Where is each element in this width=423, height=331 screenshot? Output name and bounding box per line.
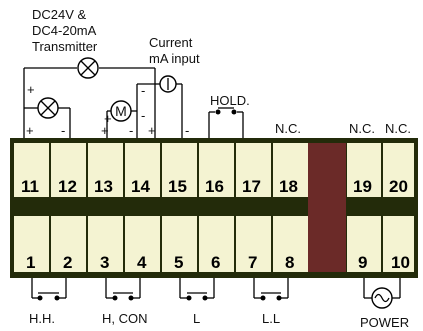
- bottom-cell-dividers: [49, 216, 383, 272]
- transmitter-label-line3: Transmitter: [32, 39, 98, 54]
- polarity-plus: +: [26, 123, 34, 138]
- hold-label: HOLD.: [210, 93, 250, 108]
- terminal-14: 14: [131, 177, 150, 196]
- polarity-minus: -: [141, 108, 145, 123]
- hcon-label: H, CON: [102, 311, 148, 326]
- transmitter-label-line1: DC24V &: [32, 7, 87, 22]
- top-wiring: [23, 67, 244, 138]
- polarity-minus: -: [61, 123, 65, 138]
- polarity-plus: +: [104, 111, 112, 126]
- terminal-4: 4: [137, 253, 147, 272]
- terminal-17: 17: [242, 177, 261, 196]
- motor-icon: M: [110, 100, 132, 122]
- terminal-8: 8: [285, 253, 294, 272]
- l-label: L: [193, 311, 200, 326]
- svg-text:M: M: [115, 103, 127, 119]
- terminal-19: 19: [353, 177, 372, 196]
- terminal-6: 6: [211, 253, 220, 272]
- nc-label-19: N.C.: [349, 121, 375, 136]
- indicator-lamp-icon: [37, 97, 59, 119]
- bottom-terminal-row: [14, 216, 414, 272]
- nc-label-20: N.C.: [385, 121, 411, 136]
- terminal-7: 7: [248, 253, 257, 272]
- polarity-plus: +: [101, 123, 109, 138]
- separator-column: [308, 143, 346, 272]
- terminal-3: 3: [100, 253, 109, 272]
- terminal-18: 18: [279, 177, 298, 196]
- ac-power-icon: [371, 287, 393, 309]
- terminal-10: 10: [391, 253, 410, 272]
- terminal-12: 12: [58, 177, 77, 196]
- polarity-minus: -: [141, 83, 145, 98]
- current-meter-icon: [159, 75, 177, 93]
- current-label-line1: Current: [149, 35, 193, 50]
- polarity-minus: -: [129, 123, 133, 138]
- transmitter-label-line2: DC4-20mA: [32, 23, 97, 38]
- ll-label: L.L: [262, 311, 280, 326]
- hh-label: H.H.: [29, 311, 55, 326]
- bottom-wiring: [31, 278, 401, 299]
- terminal-5: 5: [174, 253, 183, 272]
- terminal-11: 11: [21, 177, 39, 196]
- nc-label-18: N.C.: [275, 121, 301, 136]
- hold-contact-icon: [215, 107, 237, 115]
- terminal-9: 9: [358, 253, 367, 272]
- terminal-20: 20: [389, 177, 408, 196]
- polarity-plus: +: [27, 82, 35, 97]
- polarity-minus: -: [185, 123, 189, 138]
- top-terminal-row: [14, 143, 414, 197]
- terminal-13: 13: [94, 177, 113, 196]
- transmitter-lamp-icon: [77, 57, 99, 79]
- terminal-2: 2: [63, 253, 72, 272]
- terminal-16: 16: [205, 177, 224, 196]
- relay-contact-icons: [37, 295, 282, 301]
- terminal-15: 15: [168, 177, 187, 196]
- polarity-plus: +: [148, 123, 156, 138]
- power-label: POWER: [360, 315, 409, 330]
- current-label-line2: mA input: [149, 51, 200, 66]
- terminal-1: 1: [26, 253, 35, 272]
